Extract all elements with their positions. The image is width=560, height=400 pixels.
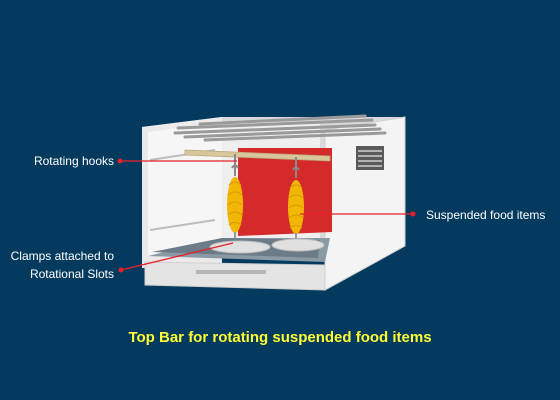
rotational-slot-right (271, 238, 325, 252)
label-suspended-food: Suspended food items (426, 208, 546, 222)
oven-bottom-drawer (144, 261, 326, 291)
label-rotating-hooks: Rotating hooks (33, 154, 114, 168)
rotating-hook-right (292, 157, 300, 178)
drawer-handle (196, 270, 266, 274)
wall-rail (149, 219, 216, 231)
oven-interior (148, 122, 222, 256)
leader-lines (117, 158, 416, 273)
label-clamps: Clamps attached to Rotational Slots (11, 247, 114, 283)
leader-dot-food (410, 211, 416, 217)
side-vent (356, 146, 384, 170)
rotational-slot-left (209, 240, 271, 254)
red-back-panel (238, 148, 332, 236)
top-rotating-bar (184, 149, 331, 162)
heating-element (173, 114, 387, 142)
rotating-hook-left (231, 154, 239, 176)
diagram-caption: Top Bar for rotating suspended food item… (128, 329, 432, 346)
leader-line-clamps (120, 242, 234, 271)
leader-dot-clamps (118, 267, 124, 273)
label-clamps-line2: Rotational Slots (29, 267, 114, 281)
oven-right-side (324, 116, 406, 291)
leader-dot-hooks (117, 158, 123, 164)
label-clamps-line1: Clamps attached to (10, 249, 114, 263)
